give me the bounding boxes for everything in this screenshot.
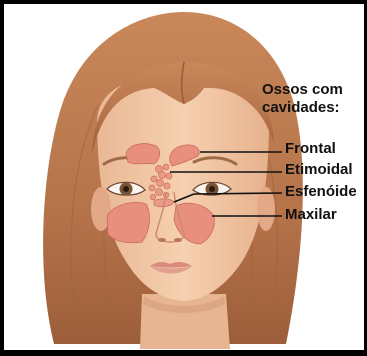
face-illustration <box>4 4 367 356</box>
heading-line-2: cavidades: <box>262 99 367 117</box>
label-etimoidal: Etimoidal <box>285 162 353 178</box>
frontal-sinus-left <box>126 144 160 164</box>
label-maxilar: Maxilar <box>285 207 337 223</box>
right-nostril <box>174 238 182 242</box>
label-frontal: Frontal <box>285 141 336 157</box>
label-esfenoide: Esfenóide <box>285 184 357 200</box>
esfenoide-leader-2 <box>194 193 282 194</box>
left-nostril <box>158 238 166 242</box>
right-pupil <box>209 186 215 192</box>
sinus-heading: Ossos com cavidades: <box>262 81 367 117</box>
left-pupil <box>123 186 129 192</box>
heading-line-1: Ossos com <box>262 81 367 99</box>
